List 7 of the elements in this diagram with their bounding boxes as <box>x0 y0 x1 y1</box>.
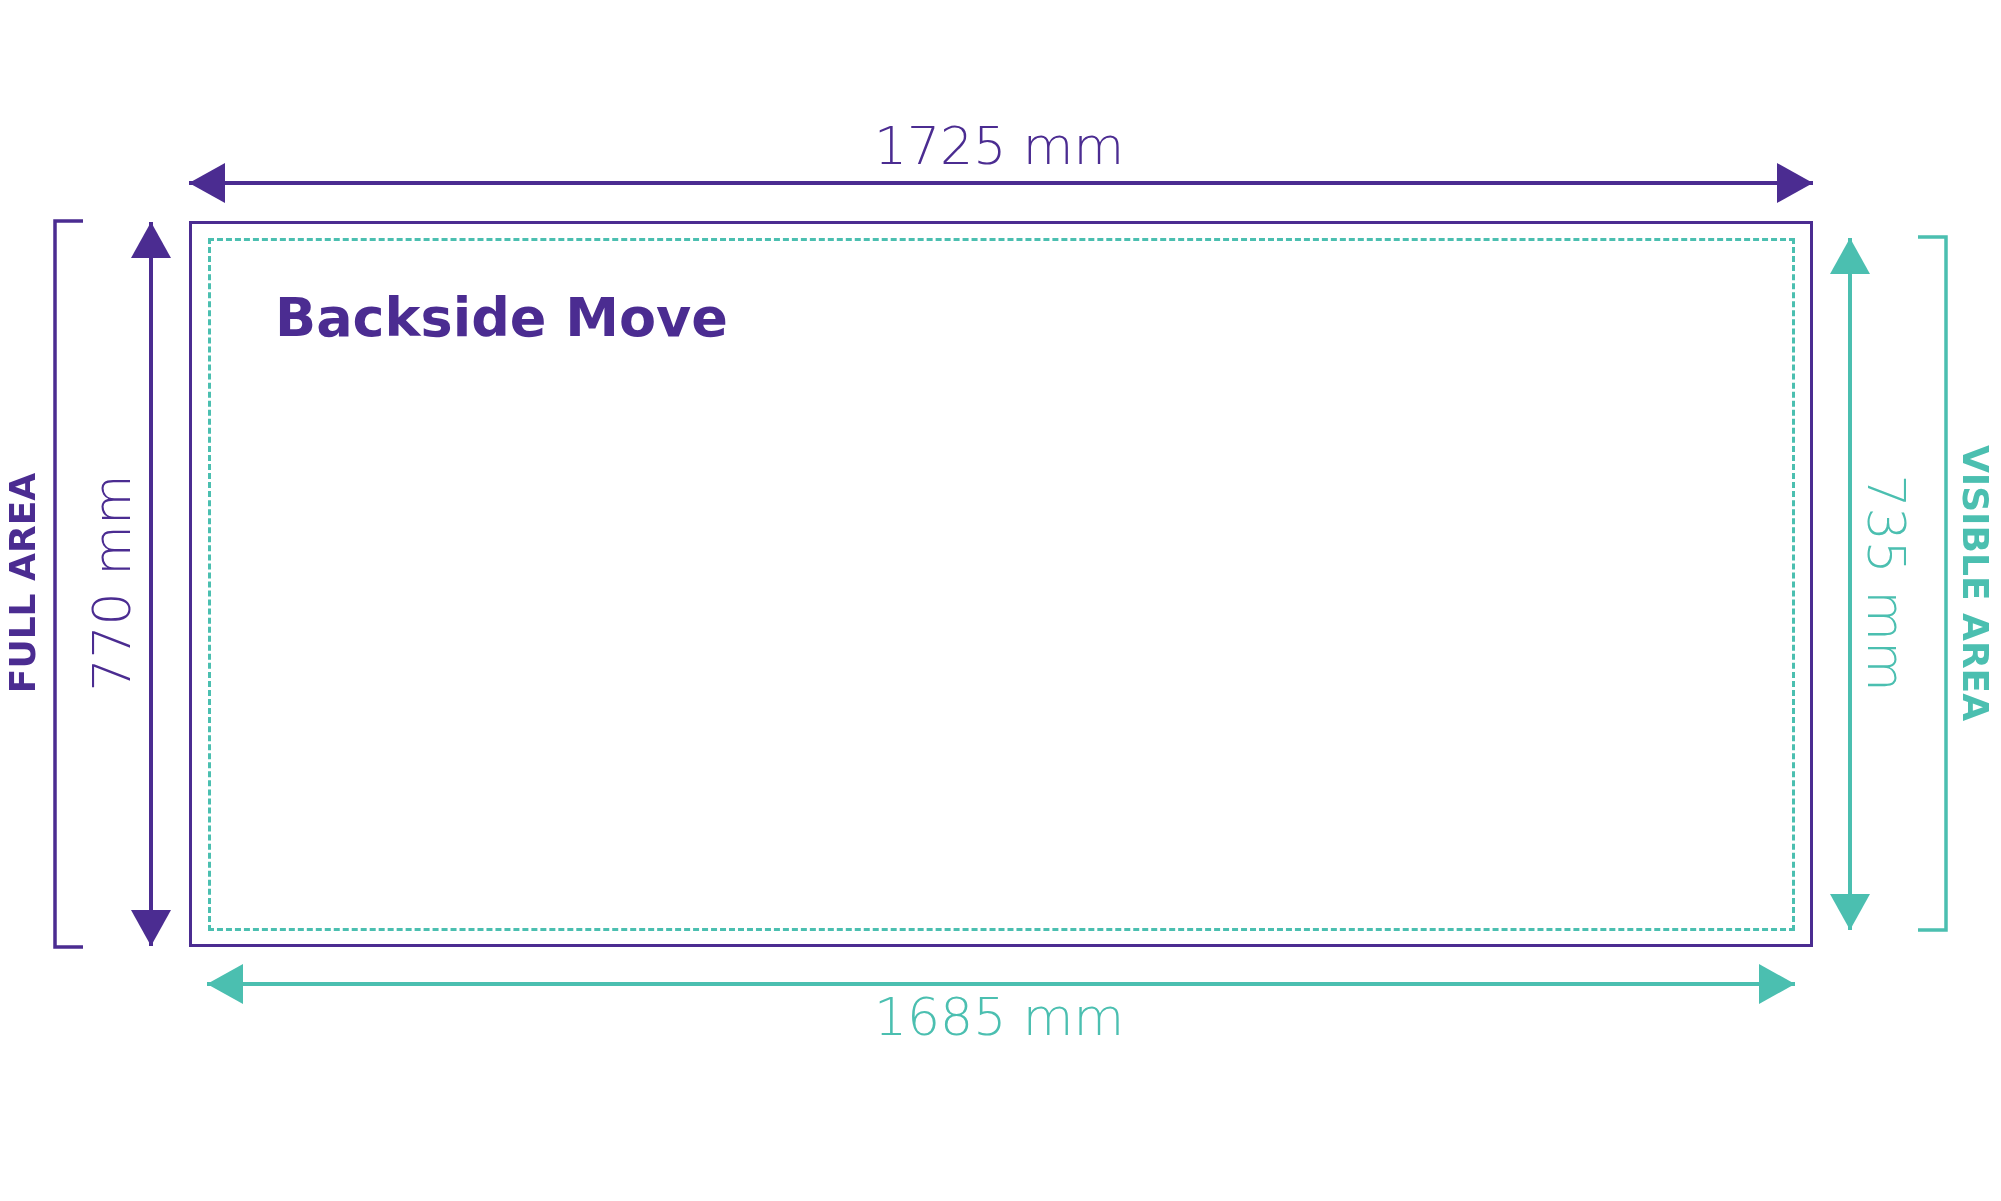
dimension-label: 770 mm <box>86 474 138 692</box>
dimension-label: 1725 mm <box>873 120 1125 172</box>
title-text: Backside Move <box>275 291 728 345</box>
area-label: VISIBLE AREA <box>1957 444 1993 722</box>
area-label: FULL AREA <box>5 472 41 694</box>
dimension-label: 1685 mm <box>873 991 1125 1043</box>
dimension-label: 735 mm <box>1860 474 1912 692</box>
